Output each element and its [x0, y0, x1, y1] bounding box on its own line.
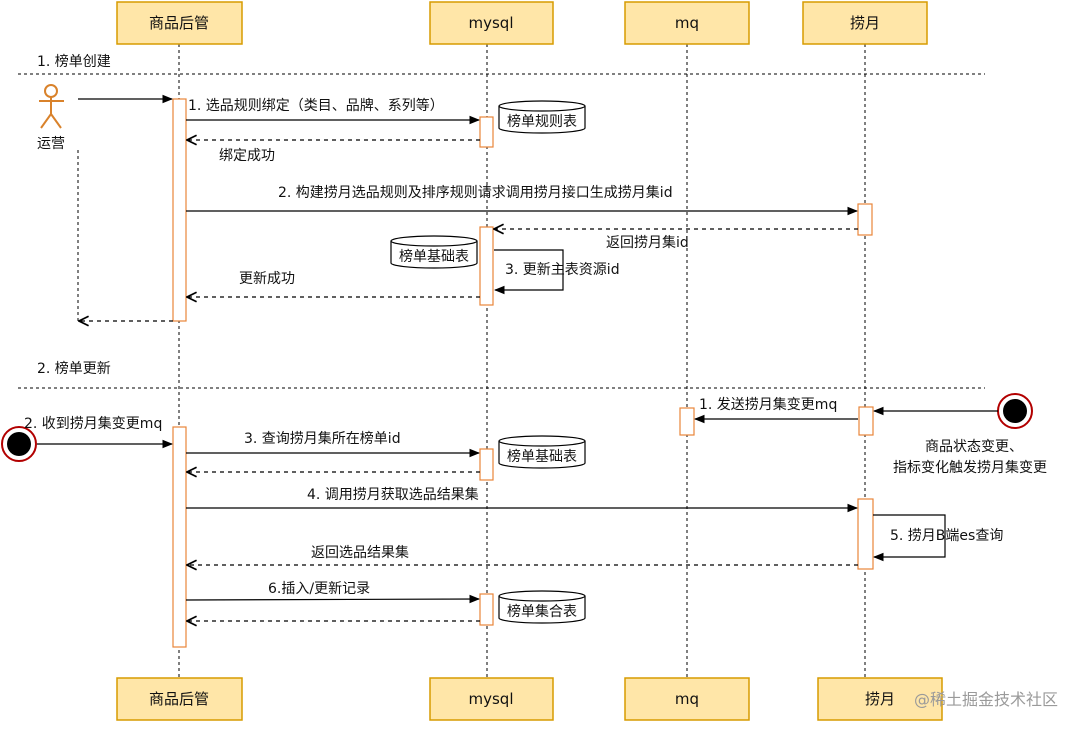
activation-admin-2 — [172, 426, 187, 648]
db-rank-base-label-2: 榜单基础表 — [507, 448, 577, 465]
watermark-text: @稀土掘金技术社区 — [914, 690, 1058, 709]
arrow-insert-update — [185, 594, 481, 604]
activation-laoyue-1 — [857, 203, 873, 236]
section-label-create: 1. 榜单创建 — [37, 53, 111, 70]
trigger-note-line1: 商品状态变更、 — [925, 439, 1023, 455]
participant-footer-box-laoyue — [817, 677, 943, 721]
trigger-note-line2: 指标变化触发捞月集变更 — [893, 459, 1047, 476]
activation-mysql-4 — [479, 593, 494, 626]
participant-headers: 商品后管 mysql mq 捞月 — [116, 1, 928, 45]
participant-footer-label-mysql: mysql — [469, 690, 514, 708]
participant-label-mysql: mysql — [469, 14, 514, 32]
operator-actor-label: 运营 — [37, 136, 65, 152]
msg-bind-success: 绑定成功 — [219, 148, 275, 164]
participant-label-admin: 商品后管 — [149, 14, 209, 32]
participant-footers: 商品后管 mysql mq 捞月 — [116, 677, 943, 721]
activation-mq-1 — [679, 407, 695, 436]
msg-update-resource: 3. 更新主表资源id — [505, 262, 620, 278]
arrow-es-query-self — [872, 514, 946, 562]
db-rank-base-label-1: 榜单基础表 — [399, 248, 469, 265]
msg-call-laoyue-results: 4. 调用捞月获取选品结果集 — [307, 486, 479, 503]
activation-laoyue-2 — [858, 406, 874, 436]
mq-receive-start-icon — [1, 426, 37, 462]
msg-send-mq: 1. 发送捞月集变更mq — [699, 396, 837, 413]
activation-mysql-2 — [479, 226, 494, 306]
activation-laoyue-3 — [857, 498, 874, 570]
participant-box-mysql — [429, 1, 554, 45]
db-rank-rule-table: 榜单规则表 — [498, 100, 586, 134]
msg-insert-update: 6.插入/更新记录 — [268, 581, 370, 597]
msg-build-laoyue-request: 2. 构建捞月选品规则及排序规则请求调用捞月接口生成捞月集id — [278, 184, 673, 201]
db-rank-base-table-1: 榜单基础表 — [390, 235, 478, 269]
msg-update-success: 更新成功 — [239, 271, 295, 287]
participant-footer-label-admin: 商品后管 — [149, 690, 209, 708]
trigger-start-icon — [997, 393, 1033, 429]
participant-box-mq — [624, 1, 750, 45]
msg-return-laoyue-id: 返回捞月集id — [606, 234, 689, 251]
section-label-update: 2. 榜单更新 — [37, 360, 111, 377]
section-dividers — [18, 73, 985, 389]
operator-actor-icon — [39, 84, 64, 129]
participant-footer-box-admin — [116, 677, 243, 721]
msg-return-results: 返回选品结果集 — [311, 544, 409, 561]
participant-box-admin — [116, 1, 243, 45]
msg-query-rank-id: 3. 查询捞月集所在榜单id — [244, 430, 401, 447]
msg-es-query: 5. 捞月B端es查询 — [890, 528, 1003, 544]
participant-box-laoyue — [802, 1, 928, 45]
activation-mysql-1 — [479, 116, 494, 148]
participant-label-mq: mq — [675, 14, 699, 32]
msg-bind-rules: 1. 选品规则绑定（类目、品牌、系列等） — [188, 97, 444, 114]
db-rank-set-label: 榜单集合表 — [507, 603, 577, 620]
participant-footer-box-mq — [624, 677, 750, 721]
activation-admin-1 — [172, 98, 187, 322]
participant-footer-label-laoyue: 捞月 — [865, 690, 895, 708]
db-rank-base-table-2: 榜单基础表 — [498, 435, 586, 469]
participant-footer-label-mq: mq — [675, 690, 699, 708]
activation-mysql-3 — [479, 448, 494, 481]
participant-footer-box-mysql — [429, 677, 554, 721]
arrow-update-resource-self — [493, 249, 564, 295]
lifelines — [77, 44, 866, 678]
db-rank-set-table: 榜单集合表 — [498, 590, 586, 624]
activation-bars — [172, 98, 874, 648]
db-rank-rule-label: 榜单规则表 — [507, 113, 577, 130]
participant-label-laoyue: 捞月 — [850, 14, 880, 32]
msg-receive-mq: 2. 收到捞月集变更mq — [24, 415, 162, 432]
